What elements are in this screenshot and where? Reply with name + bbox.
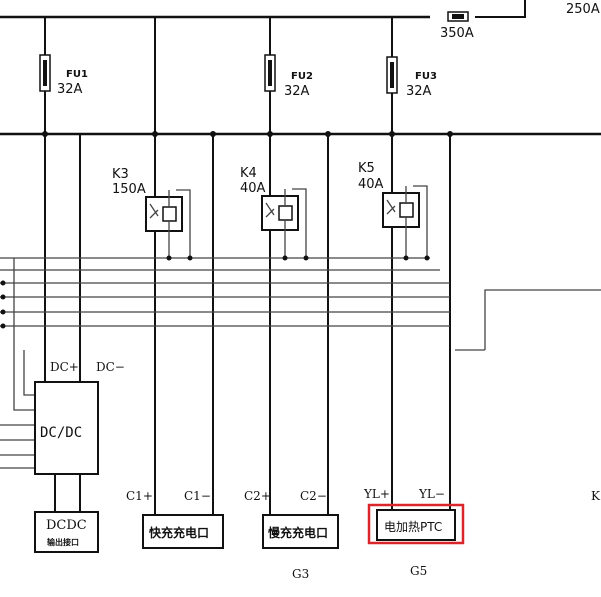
relay-k3-coil-leads [168, 189, 191, 258]
dcdc-ctrl-1 [13, 258, 35, 411]
relay-k3: K3 150A [112, 167, 191, 258]
relay-k4-coil [278, 205, 293, 221]
relay-k5: K5 40A [358, 161, 428, 258]
port-slow-box [262, 514, 339, 549]
dcdc-output-title: DCDC [46, 518, 87, 533]
dcdc-output-sub: 输出接口 [47, 537, 79, 547]
relay-k5-name: K5 [358, 161, 375, 176]
fuse-fu3-name: FU3 [415, 71, 437, 82]
port-ptc-name: 电加热PTC [384, 520, 442, 534]
junction-dot [0, 280, 6, 286]
relay-k3-rating: 150A [112, 182, 146, 197]
dcdc-ctrl-3 [0, 424, 35, 469]
junction-dot [282, 255, 288, 261]
fuse-fu2-name: FU2 [291, 71, 313, 82]
junction-dot [403, 255, 409, 261]
main-fuse-rating: 350A [440, 26, 474, 41]
port-fast-pin-pos: C1+ [126, 489, 153, 503]
main-fuse-element [452, 14, 464, 19]
fuse-fu1: FU1 32A [39, 54, 88, 97]
port-fast-charge: C1+ C1− 快充充电口 [126, 489, 224, 549]
dcdc-label: DC/DC [40, 425, 82, 441]
port-fast-pin-neg: C1− [184, 489, 211, 503]
junction-dot [303, 255, 309, 261]
dcdc-converter: DC+ DC− DC/DC [34, 360, 125, 475]
top-right-rating: 250A [566, 2, 600, 17]
port-slow-pin-neg: C2− [300, 489, 327, 503]
fuse-fu1-rating: 32A [57, 82, 83, 97]
right-edge-label: K [591, 489, 601, 503]
top-bus-right [475, 0, 526, 18]
junction-dot [166, 255, 172, 261]
relay-k3-coil [162, 206, 177, 222]
control-line-right [484, 289, 601, 350]
port-ptc-pin-pos: YL+ [363, 487, 390, 501]
relay-k5-coil [399, 202, 414, 218]
port-fast-name: 快充充电口 [149, 525, 209, 540]
relay-k3-contact [149, 203, 159, 219]
port-slow-name: 慢充充电口 [268, 525, 328, 540]
dcdc-output-box [34, 511, 99, 553]
dcdc-ctrl-2 [23, 350, 35, 396]
dcdc-output-leads [54, 474, 81, 512]
junction-dot [0, 323, 6, 329]
port-ptc-box [376, 509, 456, 541]
relay-k4: K4 40A [240, 166, 307, 258]
port-fast-box [142, 514, 224, 549]
port-slow-group: G3 [292, 567, 309, 581]
fuse-fu3: FU3 32A [386, 56, 437, 99]
fuse-fu2: FU2 32A [264, 54, 313, 99]
dcdc-box [34, 381, 99, 475]
dcdc-pin-neg: DC− [96, 360, 125, 374]
relay-k4-name: K4 [240, 166, 257, 181]
port-ptc-pin-neg: YL− [418, 487, 445, 501]
junction-dot [0, 294, 6, 300]
fuse-fu2-rating: 32A [284, 84, 310, 99]
fuse-fu3-rating: 32A [406, 84, 432, 99]
dcdc-pin-pos: DC+ [50, 360, 79, 374]
relay-k4-rating: 40A [240, 181, 266, 196]
relay-k4-contact [265, 202, 275, 218]
relay-k4-coil-leads [284, 188, 307, 258]
junction-dot [424, 255, 430, 261]
relay-k5-contact [386, 199, 396, 215]
relay-k5-rating: 40A [358, 177, 384, 192]
highlight-box [367, 503, 465, 545]
junction-dot [187, 255, 193, 261]
junction-dot [0, 309, 6, 315]
port-slow-pin-pos: C2+ [244, 489, 271, 503]
port-ptc-group: G5 [410, 564, 427, 578]
relay-k5-coil-leads [405, 185, 428, 258]
port-ptc-heater: YL+ YL− 电加热PTC G5 [363, 487, 465, 578]
fuse-fu1-name: FU1 [66, 69, 88, 80]
relay-k3-name: K3 [112, 167, 129, 182]
port-slow-charge: C2+ C2− 慢充充电口 G3 [244, 489, 339, 581]
